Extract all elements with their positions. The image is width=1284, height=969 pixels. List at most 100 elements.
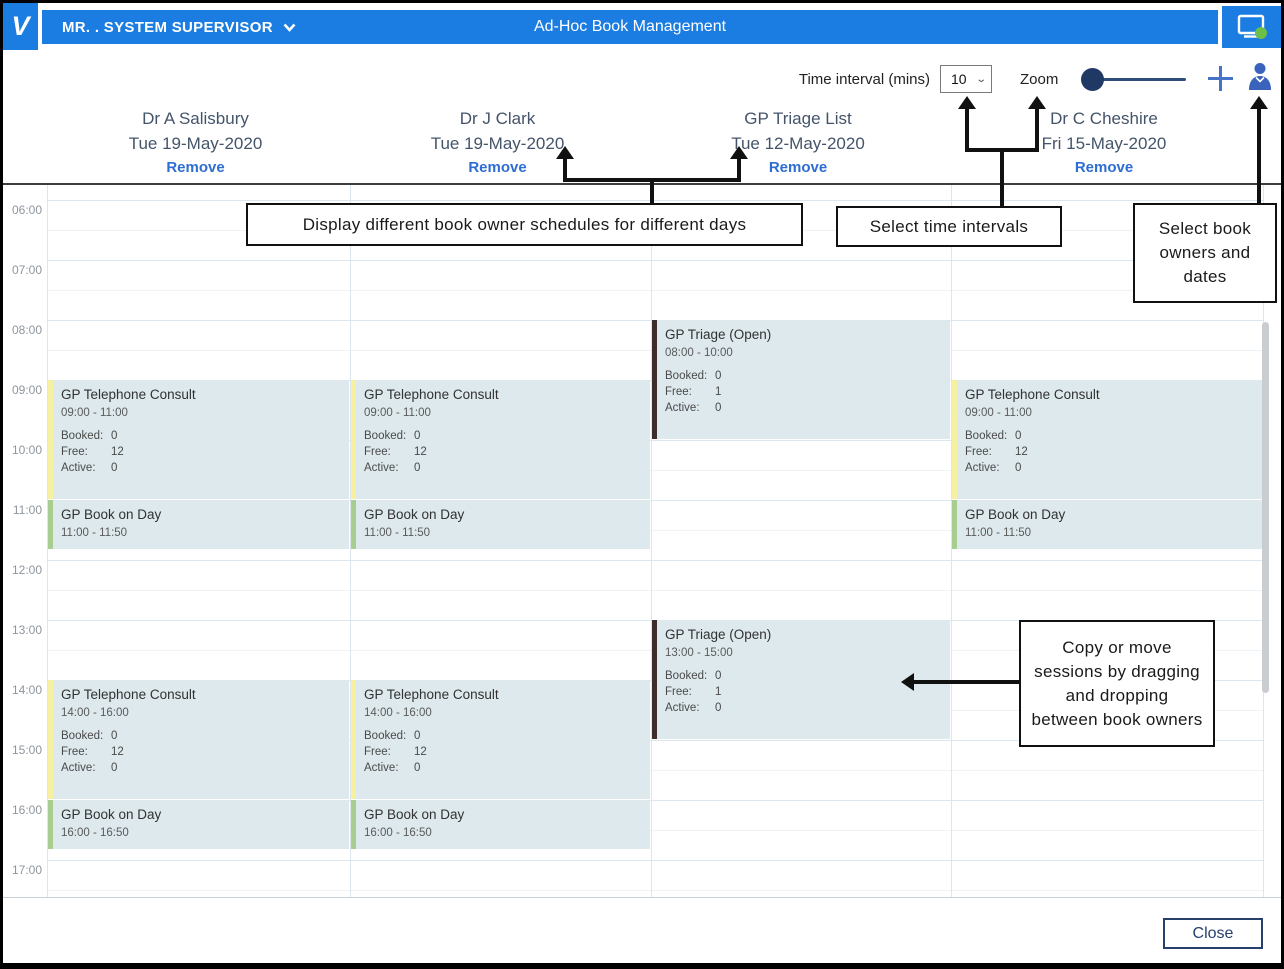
stat-value: 0 bbox=[715, 370, 722, 382]
session-stat: Booked: 0 bbox=[665, 368, 946, 384]
session-stat: Booked:0 bbox=[61, 728, 345, 744]
owner-date: Tue 19-May-2020 bbox=[128, 134, 263, 153]
stat-value: 0 bbox=[111, 462, 118, 474]
stat-label: Active: bbox=[61, 462, 96, 474]
stat-value: 0 bbox=[715, 702, 722, 714]
time-label: 10:00 bbox=[11, 443, 42, 457]
session-stripe-dark bbox=[652, 620, 657, 739]
session-stripe-yellow bbox=[952, 380, 957, 499]
half-hour-gridline bbox=[47, 770, 1263, 771]
session-stat: Active:0 bbox=[665, 400, 946, 416]
session-stat: Active: 0 bbox=[61, 460, 345, 476]
owner-name: Dr C Cheshire bbox=[1050, 109, 1158, 128]
user-menu-label: MR. . SYSTEM SUPERVISOR bbox=[62, 18, 273, 36]
session-title: GP Triage (Open) bbox=[665, 327, 772, 342]
session-stat: Active:0 bbox=[61, 760, 345, 776]
session-title: GP Book on Day bbox=[364, 807, 465, 822]
arrow-shaft bbox=[563, 157, 567, 182]
column-gridline bbox=[350, 185, 351, 897]
add-book-owner-icon[interactable] bbox=[1208, 66, 1233, 91]
session-time-range: 09:00 - 11:00 bbox=[61, 407, 128, 419]
stat-value: 0 bbox=[1015, 462, 1022, 474]
stat-value: 12 bbox=[414, 446, 427, 458]
time-label: 08:00 bbox=[11, 323, 42, 337]
remove-link[interactable]: Remove bbox=[1074, 159, 1134, 176]
column-gridline bbox=[651, 185, 652, 897]
session-stat: Free:12 bbox=[364, 444, 646, 460]
arrow-shaft bbox=[650, 180, 654, 204]
session-status-tile[interactable] bbox=[1222, 6, 1281, 48]
session-time-range: 08:00 - 10:00 bbox=[665, 347, 733, 359]
stat-value: 0 bbox=[715, 670, 722, 682]
zoom-slider-knob[interactable] bbox=[1081, 68, 1104, 91]
time-label: 07:00 bbox=[11, 263, 42, 277]
stat-value: 0 bbox=[414, 430, 421, 442]
stat-value: 1 bbox=[715, 686, 722, 698]
stat-label: Free: bbox=[61, 446, 88, 458]
time-label: 15:00 bbox=[11, 743, 42, 757]
session-time-range: 11:00 - 11:50 bbox=[364, 527, 431, 539]
stat-value: 0 bbox=[414, 462, 421, 474]
time-interval-select[interactable]: 10 ⌄ bbox=[940, 65, 992, 93]
hour-gridline bbox=[47, 860, 1263, 861]
half-hour-gridline bbox=[47, 890, 1263, 891]
arrow-shaft bbox=[1035, 107, 1039, 152]
stat-value: 0 bbox=[111, 730, 118, 742]
session-stripe-yellow bbox=[48, 380, 53, 499]
half-hour-gridline bbox=[47, 530, 1263, 531]
session-stat: Booked:0 bbox=[364, 728, 646, 744]
chevron-down-icon: ⌄ bbox=[974, 73, 987, 85]
window-border bbox=[0, 963, 1284, 969]
session-stat: Booked:0 bbox=[665, 668, 946, 684]
stat-label: Active: bbox=[364, 762, 399, 774]
session-stripe-green bbox=[48, 800, 53, 849]
select-book-owner-icon[interactable] bbox=[1247, 62, 1273, 92]
arrow-shaft bbox=[1000, 150, 1004, 207]
arrow-up-icon bbox=[556, 146, 574, 159]
arrow-shaft bbox=[913, 680, 1020, 684]
stat-label: Booked: bbox=[364, 730, 407, 742]
vertical-scrollbar[interactable] bbox=[1262, 322, 1269, 693]
zoom-label: Zoom bbox=[1020, 71, 1059, 88]
stat-label: Free: bbox=[364, 746, 391, 758]
session-time-range: 11:00 - 11:50 bbox=[965, 527, 1032, 539]
status-dot bbox=[1254, 27, 1267, 39]
time-interval-label: Time interval (mins) bbox=[798, 71, 930, 88]
arrow-up-icon bbox=[1250, 96, 1268, 109]
time-label: 14:00 bbox=[11, 683, 42, 697]
user-menu[interactable]: MR. . SYSTEM SUPERVISOR bbox=[62, 10, 296, 44]
owner-date: Tue 12-May-2020 bbox=[731, 134, 865, 153]
stat-value: 0 bbox=[111, 430, 118, 442]
time-label: 09:00 bbox=[11, 383, 42, 397]
remove-link[interactable]: Remove bbox=[166, 159, 225, 176]
window-border bbox=[1281, 0, 1284, 969]
time-label: 11:00 bbox=[12, 503, 42, 517]
session-stat: Booked:0 bbox=[61, 428, 345, 444]
hour-gridline bbox=[47, 500, 1263, 501]
stat-value: 0 bbox=[111, 762, 118, 774]
remove-link[interactable]: Remove bbox=[768, 159, 828, 176]
close-button[interactable]: Close bbox=[1163, 918, 1263, 949]
stat-value: 12 bbox=[111, 446, 124, 458]
stat-label: Free: bbox=[965, 446, 992, 458]
remove-link[interactable]: Remove bbox=[468, 159, 527, 176]
stat-label: Booked: bbox=[665, 370, 708, 382]
app-logo: V bbox=[3, 3, 38, 50]
zoom-slider-track[interactable] bbox=[1098, 78, 1186, 81]
session-title: GP Book on Day bbox=[61, 807, 162, 822]
